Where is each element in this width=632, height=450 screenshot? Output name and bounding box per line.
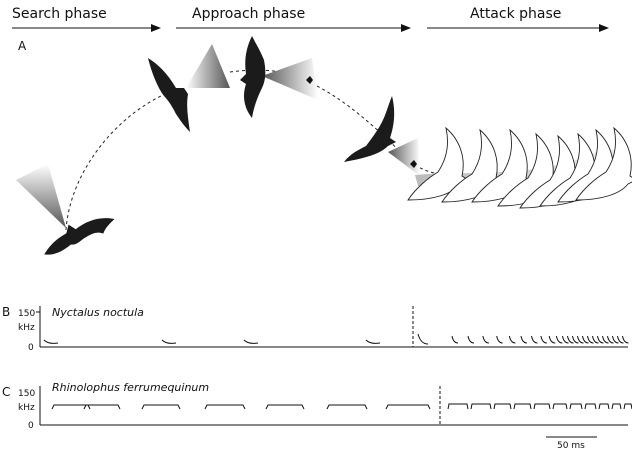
echolocation-call bbox=[552, 403, 568, 410]
echolocation-call bbox=[598, 403, 610, 410]
echolocation-call bbox=[417, 333, 429, 345]
scale-bar: 50 ms bbox=[546, 436, 597, 450]
panel-b-letter: B bbox=[2, 305, 10, 319]
flight-path-approach bbox=[229, 69, 456, 175]
panel-c-species: Rhinolophus ferrumequinum bbox=[52, 381, 209, 394]
bat-silhouette-icon bbox=[344, 96, 396, 162]
phase-label-attack: Attack phase bbox=[470, 6, 561, 22]
echolocation-call bbox=[533, 403, 551, 410]
echolocation-call bbox=[611, 403, 622, 410]
echolocation-call bbox=[612, 335, 619, 344]
echolocation-call bbox=[587, 335, 594, 344]
panel-b-ytick-top: 150 bbox=[18, 309, 35, 319]
bat-outline-icon bbox=[575, 126, 632, 201]
echolocation-call bbox=[597, 335, 604, 344]
panel-a-letter: A bbox=[18, 39, 27, 53]
echolocation-call bbox=[204, 404, 246, 410]
echolocation-call bbox=[326, 404, 368, 410]
echolocation-call bbox=[365, 339, 381, 344]
echolocation-call bbox=[385, 404, 431, 410]
panel-c-letter: C bbox=[2, 385, 10, 399]
echolocation-call bbox=[51, 404, 91, 410]
echolocation-call bbox=[243, 339, 259, 344]
flight-path-search bbox=[65, 89, 176, 231]
insect-prey-icon bbox=[306, 76, 313, 84]
panel-b-species: Nyctalus noctula bbox=[52, 306, 144, 319]
panel-c-ytick-bottom: 0 bbox=[28, 421, 34, 431]
echolocation-call bbox=[592, 335, 599, 344]
panel-a-illustration bbox=[16, 36, 632, 255]
attack-bat-sequence bbox=[407, 126, 632, 209]
echolocation-call bbox=[496, 335, 503, 344]
echolocation-call bbox=[607, 335, 614, 344]
phase-label-search: Search phase bbox=[12, 6, 107, 22]
echolocation-call bbox=[161, 339, 177, 344]
panel-b-ytick-bottom: 0 bbox=[28, 343, 34, 353]
bat-silhouette-icon bbox=[148, 58, 190, 132]
panel-c-calls bbox=[51, 403, 632, 410]
panel-c-yunit: kHz bbox=[18, 403, 35, 413]
panel-c-ytick-top: 150 bbox=[18, 389, 35, 399]
bat-silhouette-icon bbox=[240, 36, 266, 118]
echolocation-call bbox=[602, 335, 609, 344]
phase-header: Search phase Approach phase Attack phase bbox=[12, 6, 609, 32]
panel-b-yunit: kHz bbox=[18, 323, 35, 333]
panel-b: B 150 kHz 0 Nyctalus noctula bbox=[2, 305, 629, 353]
echolocation-call bbox=[572, 335, 579, 344]
echolocation-call bbox=[43, 339, 59, 344]
sonar-beam-icon bbox=[16, 164, 66, 228]
echolocation-call bbox=[493, 403, 512, 410]
echolocation-call bbox=[577, 335, 584, 344]
echolocation-call bbox=[451, 335, 459, 344]
echolocation-call bbox=[567, 335, 574, 344]
echolocation-call bbox=[83, 404, 121, 410]
phase-label-approach: Approach phase bbox=[192, 6, 305, 22]
echolocation-call bbox=[582, 335, 589, 344]
echolocation-call bbox=[447, 403, 469, 410]
echolocation-call bbox=[569, 403, 583, 410]
echolocation-call bbox=[584, 403, 597, 410]
echolocation-call bbox=[265, 404, 305, 410]
echolocation-call bbox=[531, 335, 538, 344]
echolocation-call bbox=[622, 335, 629, 344]
panel-c: C 150 kHz 0 Rhinolophus ferrumequinum bbox=[2, 381, 632, 431]
echolocation-call bbox=[470, 403, 492, 410]
echolocation-call bbox=[540, 335, 547, 344]
echolocation-call bbox=[508, 335, 516, 344]
echolocation-call bbox=[467, 335, 475, 344]
echolocation-call bbox=[623, 403, 632, 410]
echolocation-call bbox=[562, 335, 569, 344]
echolocation-call bbox=[141, 404, 181, 410]
insect-prey-icon bbox=[410, 160, 417, 168]
sonar-beam-icon bbox=[262, 58, 318, 100]
sonar-beam-icon bbox=[186, 44, 230, 88]
sonar-beam-icon bbox=[388, 138, 420, 176]
bat-silhouette-icon bbox=[44, 218, 115, 255]
echolocation-call bbox=[520, 335, 528, 344]
echolocation-call bbox=[482, 335, 489, 344]
echolocation-call bbox=[548, 335, 556, 344]
scale-bar-label: 50 ms bbox=[557, 441, 585, 450]
panel-b-calls bbox=[43, 333, 629, 345]
echolocation-call bbox=[513, 403, 532, 410]
echolocation-call bbox=[555, 335, 563, 344]
echolocation-call bbox=[617, 335, 624, 344]
